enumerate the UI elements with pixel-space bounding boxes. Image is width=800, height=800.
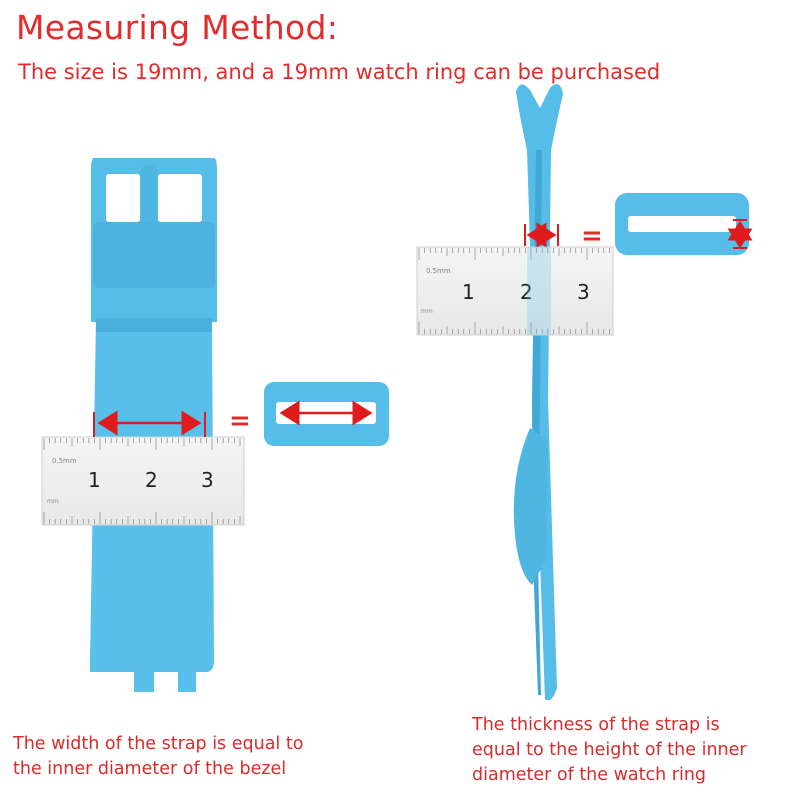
ruler-number-1: 1 [88, 468, 101, 492]
strap-width-arrow [93, 410, 206, 437]
equals-sign-right: = [581, 221, 603, 251]
ruler-number-2-right: 2 [520, 280, 533, 304]
ruler-number-2: 2 [145, 468, 158, 492]
ruler-number-1-right: 1 [462, 280, 475, 304]
ruler-number-3: 3 [201, 468, 214, 492]
page-title: Measuring Method: [16, 8, 339, 47]
caption-strap-thickness: The thickness of the strap is equal to t… [472, 713, 747, 788]
caption-line: diameter of the watch ring [472, 765, 707, 785]
caption-line: the inner diameter of the bezel [13, 759, 287, 779]
ruler-scale-label: 0.5 [52, 457, 63, 465]
caption-line: equal to the height of the inner [472, 740, 747, 760]
ruler-small-unit: mm [47, 498, 59, 505]
watch-ring-right [615, 193, 753, 255]
caption-line: The width of the strap is equal to [13, 734, 304, 754]
ruler-left: 0.5 mm mm 1 2 3 [41, 436, 245, 526]
equals-sign-left: = [229, 406, 251, 436]
ruler-unit-label-right: mm [437, 267, 451, 275]
watch-strap-front [90, 158, 217, 692]
page-subtitle: The size is 19mm, and a 19mm watch ring … [18, 60, 661, 84]
caption-strap-width: The width of the strap is equal to the i… [13, 732, 303, 782]
ruler-number-3-right: 3 [577, 280, 590, 304]
caption-line: The thickness of the strap is [472, 715, 720, 735]
watch-ring-left [264, 382, 389, 446]
strap-thickness-arrow [524, 222, 559, 248]
ruler-scale-label-right: 0.5 [426, 267, 437, 275]
ruler-right: 0.5 mm mm 1 2 3 [416, 246, 614, 336]
ruler-small-unit-right: mm [421, 308, 433, 315]
watch-strap-side [513, 84, 563, 701]
ruler-unit-label: mm [63, 457, 77, 465]
